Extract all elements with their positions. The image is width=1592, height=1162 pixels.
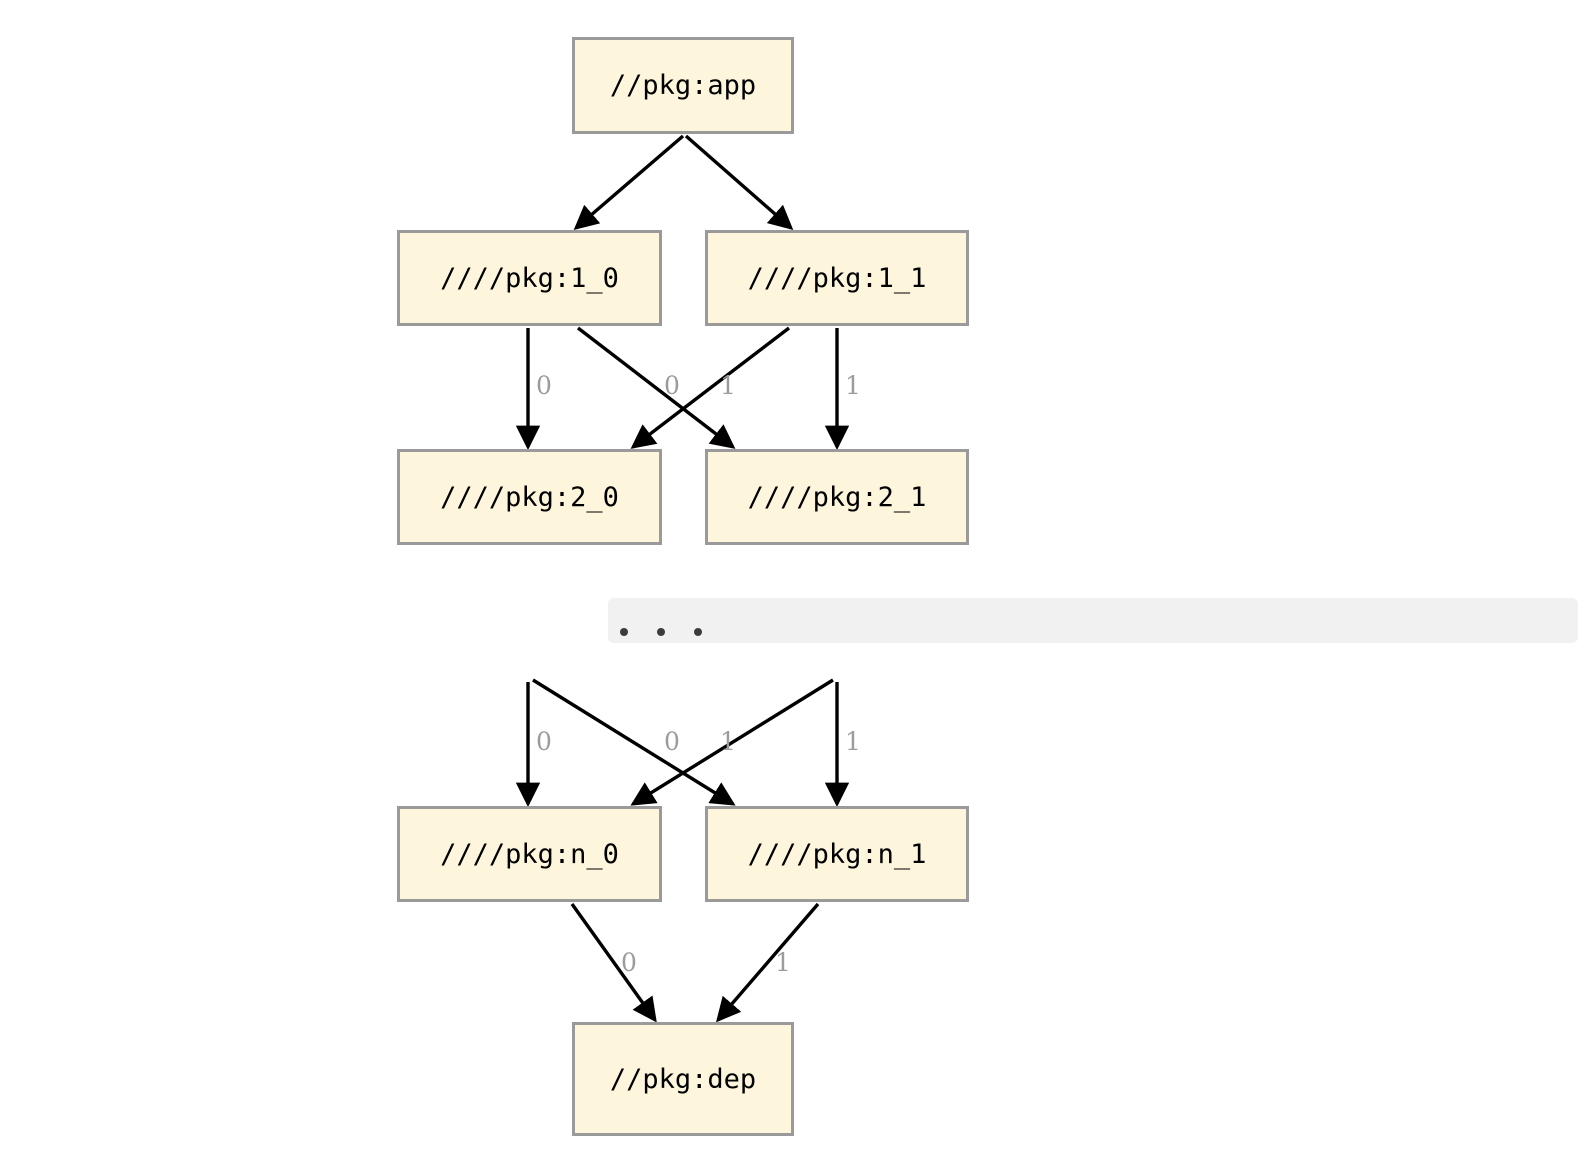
- node-label: ////pkg:2_1: [747, 481, 927, 513]
- graph-edge: [630, 678, 834, 806]
- node-pkg-1-1[interactable]: ////pkg:1_1: [705, 230, 969, 326]
- graph-edge: [576, 326, 736, 449]
- node-label: ////pkg:1_0: [440, 262, 619, 294]
- ellipsis-dot: [620, 627, 628, 636]
- graph-edge: [716, 902, 820, 1023]
- graph-edge: [570, 903, 657, 1023]
- edge-label: 1: [845, 371, 861, 400]
- edge-label: 0: [664, 727, 680, 756]
- graph-edge: [684, 134, 794, 231]
- graph-edge: [573, 134, 685, 230]
- edge-label: 0: [664, 371, 680, 400]
- node-label: //pkg:dep: [609, 1063, 757, 1095]
- edge-label: 1: [845, 727, 861, 756]
- ellipsis-dot: [694, 627, 702, 636]
- node-pkg-dep[interactable]: //pkg:dep: [572, 1022, 794, 1136]
- node-pkg-n-0[interactable]: ////pkg:n_0: [397, 806, 662, 902]
- edge-label: 1: [720, 727, 736, 756]
- node-label: ////pkg:2_0: [440, 481, 619, 513]
- edge-label: 0: [621, 948, 637, 977]
- ellipsis-separator: [608, 598, 1578, 643]
- node-pkg-1-0[interactable]: ////pkg:1_0: [397, 230, 662, 326]
- node-label: ////pkg:n_1: [747, 838, 927, 870]
- graph-edge: [532, 678, 736, 806]
- edge-label: 1: [775, 948, 791, 977]
- node-pkg-n-1[interactable]: ////pkg:n_1: [705, 806, 969, 902]
- graph-edge: [630, 326, 791, 449]
- node-pkg-app[interactable]: //pkg:app: [572, 37, 794, 134]
- ellipsis-dots: [620, 627, 702, 636]
- edge-label: 1: [720, 371, 736, 400]
- node-label: //pkg:app: [609, 70, 757, 101]
- node-pkg-2-1[interactable]: ////pkg:2_1: [705, 449, 969, 545]
- ellipsis-dot: [657, 627, 665, 636]
- node-label: ////pkg:1_1: [747, 262, 927, 294]
- edge-label: 0: [536, 727, 552, 756]
- edge-label: 0: [536, 371, 552, 400]
- node-pkg-2-0[interactable]: ////pkg:2_0: [397, 449, 662, 545]
- node-label: ////pkg:n_0: [440, 838, 619, 870]
